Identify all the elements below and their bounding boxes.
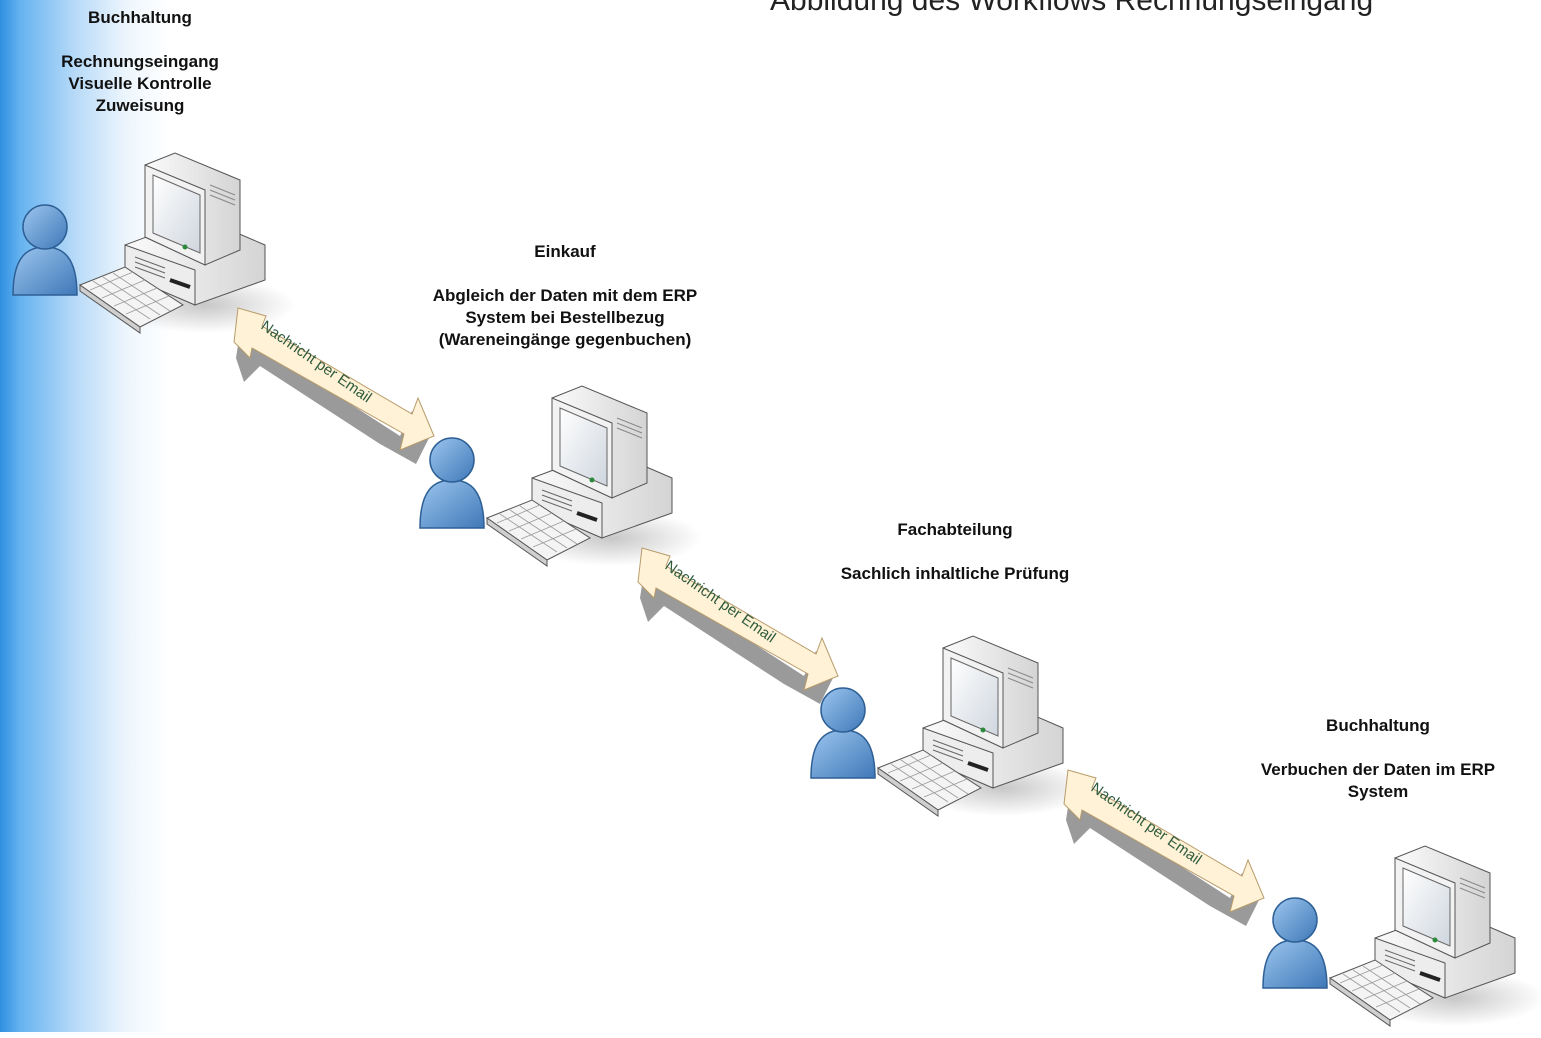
step-1-department: Buchhaltung (88, 8, 192, 27)
message-arrow-2: Nachricht per Email (634, 526, 844, 706)
step-2-task-2: System bei Bestellbezug (465, 308, 665, 327)
step-2-label: Einkauf Abgleich der Daten mit dem ERP S… (395, 241, 735, 351)
double-arrow-icon: Nachricht per Email (637, 547, 839, 705)
message-arrow-3: Nachricht per Email (1060, 748, 1270, 928)
step-3-department: Fachabteilung (897, 520, 1013, 539)
side-gradient (0, 0, 170, 1032)
workstation-icon (1261, 844, 1541, 1028)
step-1-task-1: Rechnungseingang (61, 52, 219, 71)
message-arrow-1: Nachricht per Email (230, 286, 440, 466)
step-1-task-3: Zuweisung (95, 96, 185, 115)
workstation-3 (803, 628, 1093, 828)
step-1-label: Buchhaltung Rechnungseingang Visuelle Ko… (30, 7, 250, 117)
step-3-task-1: Sachlich inhaltliche Prüfung (840, 564, 1070, 583)
step-4-task-2: System (1347, 782, 1409, 801)
workstation-icon (809, 634, 1093, 818)
step-4-label: Buchhaltung Verbuchen der Daten im ERP S… (1228, 715, 1528, 803)
workstation-4 (1255, 838, 1541, 1038)
double-arrow-icon: Nachricht per Email (1063, 769, 1265, 927)
step-3-label: Fachabteilung Sachlich inhaltliche Prüfu… (800, 519, 1110, 585)
step-2-department: Einkauf (534, 242, 596, 261)
diagram-title: Abbildung des Workflows Rechnungseingang (770, 0, 1374, 17)
step-4-task-1: Verbuchen der Daten im ERP (1260, 760, 1496, 779)
step-2-task-1: Abgleich der Daten mit dem ERP (432, 286, 698, 305)
step-1-task-2: Visuelle Kontrolle (68, 74, 212, 93)
step-2-task-3: (Wareneingänge gegenbuchen) (438, 330, 692, 349)
step-4-department: Buchhaltung (1326, 716, 1430, 735)
double-arrow-icon: Nachricht per Email (233, 307, 435, 465)
